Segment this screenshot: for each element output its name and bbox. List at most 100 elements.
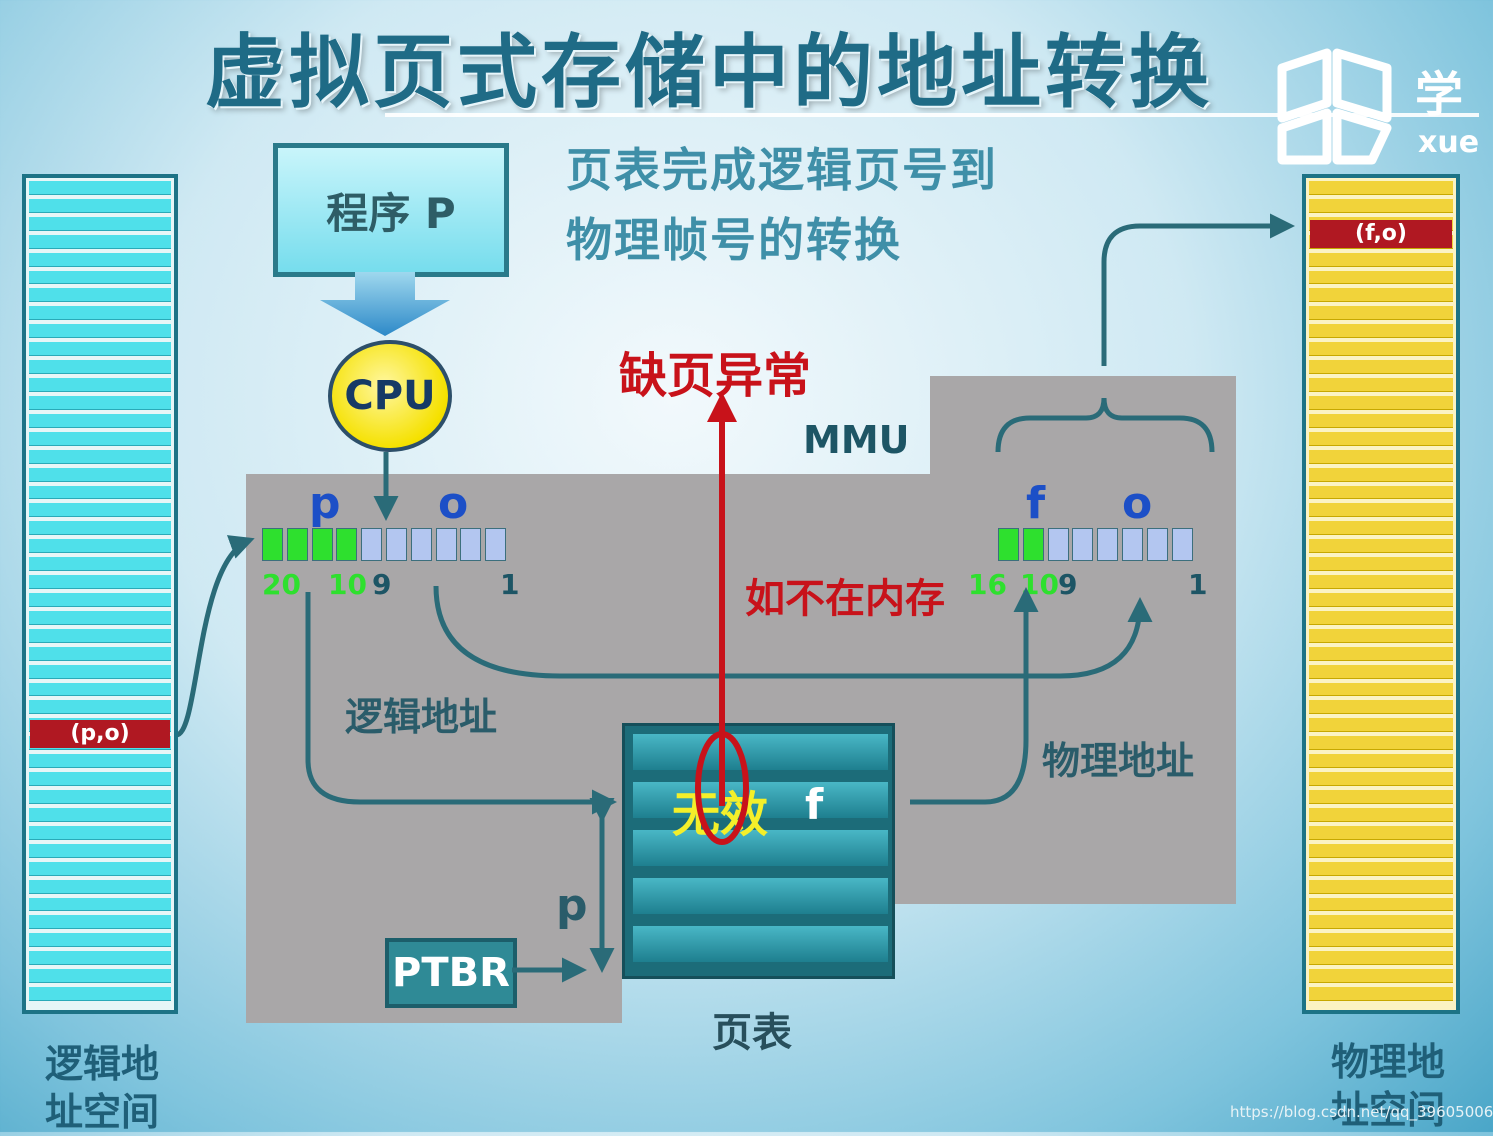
- frame-entry: f: [805, 780, 824, 829]
- memory-cell: [29, 270, 171, 285]
- frame-number-label: f: [1026, 478, 1046, 529]
- subtitle: 页表完成逻辑页号到 物理帧号的转换: [566, 135, 998, 275]
- logical-marker: (p,o): [30, 720, 170, 748]
- address-bit: [361, 528, 383, 561]
- logo-glyph: 学: [1415, 67, 1464, 123]
- memory-cell: [1309, 270, 1453, 285]
- memory-cell: [1309, 449, 1453, 464]
- memory-cell: [1309, 198, 1453, 213]
- memory-cell: [1309, 736, 1453, 751]
- address-bit: [262, 528, 283, 561]
- memory-cell: [29, 378, 171, 392]
- brace-icon: [995, 397, 1215, 453]
- physical-offset-label: o: [1122, 478, 1153, 529]
- memory-cell: [1309, 700, 1453, 715]
- memory-cell: [29, 825, 171, 840]
- address-bit: [998, 528, 1019, 561]
- memory-cell: [29, 610, 171, 625]
- memory-cell: [1309, 646, 1453, 661]
- memory-cell: [1309, 933, 1453, 948]
- page-number-to-table-arrow: [305, 592, 617, 815]
- memory-cell: [1309, 879, 1453, 894]
- memory-cell: [29, 395, 171, 410]
- memory-cell: [1309, 843, 1453, 858]
- memory-cell: [29, 324, 171, 339]
- title-underline: [385, 113, 1479, 117]
- memory-cell: [29, 216, 171, 231]
- memory-cell: [29, 969, 171, 984]
- memory-cell: [29, 754, 171, 769]
- memory-cell: [1309, 557, 1453, 572]
- subtitle-line-1: 页表完成逻辑页号到: [566, 143, 998, 197]
- memory-cell: [1309, 324, 1453, 339]
- memory-cell: [29, 987, 171, 1001]
- memory-cell: [1309, 378, 1453, 392]
- address-bit: [485, 528, 507, 561]
- memory-cell: [1309, 593, 1453, 607]
- page-title: 虚拟页式存储中的地址转换: [205, 26, 1213, 119]
- memory-cell: [29, 360, 171, 375]
- memory-cell: [29, 843, 171, 858]
- memory-cell: [29, 342, 171, 357]
- memory-cell: [1309, 807, 1453, 822]
- memory-cell: [29, 467, 171, 482]
- memory-cell: [29, 646, 171, 661]
- memory-cell: [1309, 539, 1453, 554]
- memory-cell: [29, 521, 171, 536]
- memory-cell: [29, 557, 171, 572]
- page-table-row: [633, 782, 888, 818]
- memory-cell: [29, 431, 171, 446]
- memory-cell: [29, 772, 171, 787]
- page-offset-label: p: [556, 880, 588, 931]
- memory-cell: [29, 664, 171, 679]
- memory-cell: [1309, 897, 1453, 912]
- memory-cell: [1309, 575, 1453, 589]
- address-bit: [1047, 528, 1069, 561]
- memory-cell: [29, 503, 171, 518]
- cpu-circle: CPU: [328, 340, 452, 452]
- memory-cell: [1309, 360, 1453, 375]
- address-bit: [460, 528, 482, 561]
- memory-cell: [1309, 628, 1453, 643]
- address-bit: [435, 528, 457, 561]
- memory-cell: [29, 807, 171, 822]
- address-bit: [1171, 528, 1193, 561]
- logical-address-space: [22, 174, 178, 1014]
- page-table: [622, 723, 895, 979]
- frame-to-physical-arrow: [910, 587, 1039, 805]
- memory-cell: [29, 485, 171, 500]
- memory-cell: [1309, 790, 1453, 804]
- memory-cell: [1309, 772, 1453, 787]
- open-book-icon: [1277, 48, 1392, 165]
- memory-cell: [1309, 181, 1453, 195]
- memory-cell: [29, 682, 171, 697]
- memory-cell: [29, 234, 171, 249]
- physical-marker: (f,o): [1310, 220, 1452, 248]
- memory-cell: [1309, 288, 1453, 303]
- logo-subtext: xue: [1418, 125, 1480, 160]
- memory-cell: [29, 951, 171, 966]
- memory-cell: [1309, 754, 1453, 769]
- ptbr-register: PTBR: [385, 938, 517, 1008]
- memory-cell: [1309, 521, 1453, 536]
- physical-address-register: [998, 528, 1196, 561]
- logical-address-label: 逻辑地址: [345, 695, 498, 739]
- address-bit: [286, 528, 308, 561]
- logical-space-label: 逻辑地 址空间: [40, 1040, 164, 1136]
- mmu-label: MMU: [803, 418, 910, 462]
- memory-cell: [1309, 861, 1453, 876]
- address-bit: [1121, 528, 1143, 561]
- watermark: https://blog.csdn.net/qq_39605006: [1230, 1103, 1493, 1121]
- logical-space-label-1: 逻辑地: [44, 1042, 159, 1086]
- physical-address-space: [1302, 174, 1460, 1014]
- page-number-label: p: [309, 478, 341, 529]
- memory-cell: [29, 539, 171, 554]
- memory-cell: [29, 861, 171, 876]
- memory-cell: [29, 628, 171, 643]
- memory-cell: [1309, 718, 1453, 733]
- memory-cell: [29, 879, 171, 894]
- physical-space-label-1: 物理地: [1330, 1040, 1445, 1084]
- mmu-region-top: [930, 376, 1236, 476]
- phys-bit-16-label: 16: [968, 568, 1007, 601]
- memory-cell: [1309, 485, 1453, 500]
